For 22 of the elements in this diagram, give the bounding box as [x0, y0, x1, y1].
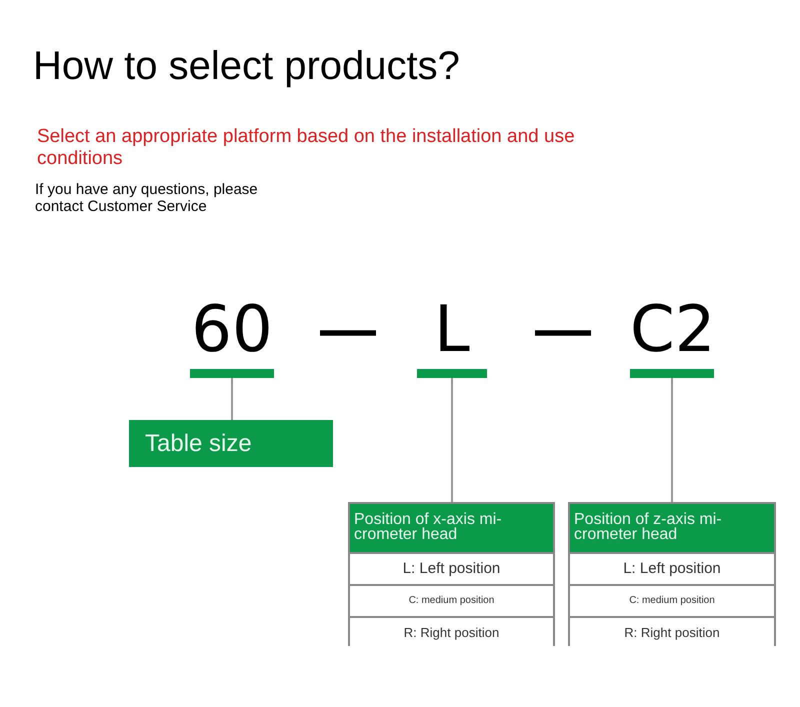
- table-header: Position of z-axis mi- crometer head: [574, 512, 723, 542]
- title: How to select products?: [33, 44, 460, 89]
- table-row: R: Right position: [570, 616, 774, 648]
- table-row: L: Left position: [570, 552, 774, 584]
- option-table: [568, 502, 776, 646]
- option-table: [348, 502, 555, 646]
- dash-separator: —: [535, 296, 591, 361]
- table-row: L: Left position: [350, 552, 553, 584]
- code-segment: L: [417, 292, 487, 378]
- table-row: C: medium position: [350, 584, 553, 616]
- label-tag: Table size: [129, 420, 333, 467]
- table-header: Position of x-axis mi- crometer head: [354, 512, 503, 542]
- connector-line: [231, 378, 233, 420]
- connector-line: [451, 378, 453, 502]
- table-row: C: medium position: [570, 584, 774, 616]
- connector-line: [671, 378, 673, 502]
- code-segment: 60: [190, 292, 274, 378]
- note: If you have any questions, please contact Customer Service: [35, 181, 259, 215]
- dash-separator: —: [320, 296, 376, 361]
- table-row: R: Right position: [350, 616, 553, 648]
- subtitle: Select an appropriate platform based on the installation and use conditions: [37, 126, 576, 170]
- code-segment: C2: [630, 292, 714, 378]
